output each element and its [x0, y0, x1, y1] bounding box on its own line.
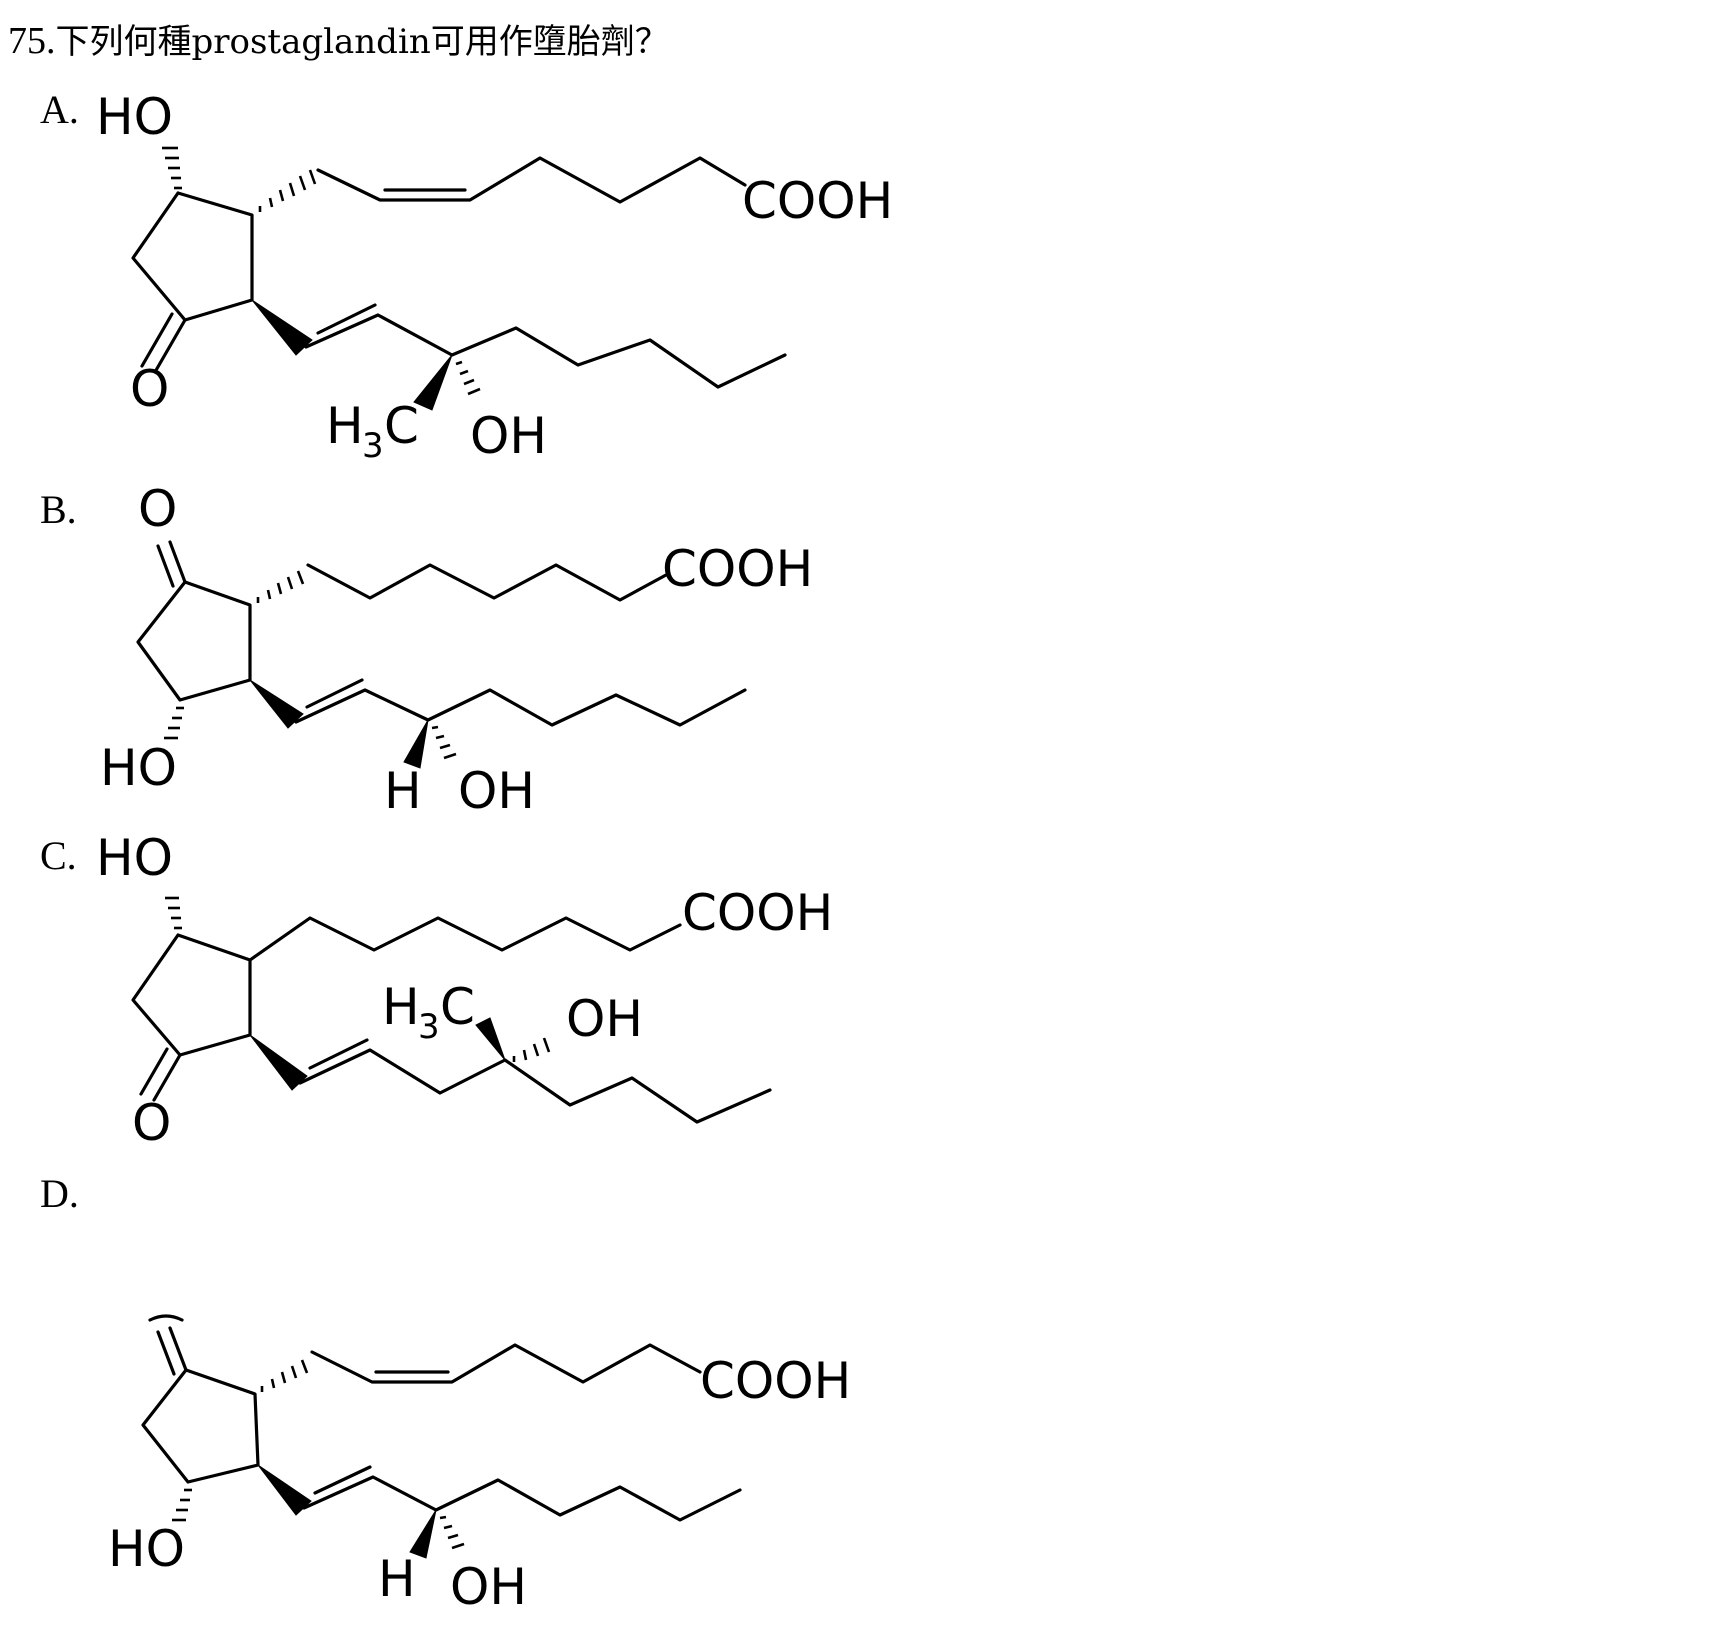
option-d-label: D.: [40, 1171, 79, 1216]
option-a-label: A.: [40, 87, 79, 132]
atom-cooh: COOH: [700, 1352, 851, 1410]
atom-ho: HO: [96, 88, 173, 146]
question-number: 75.: [8, 20, 56, 62]
atom-c: C: [440, 978, 475, 1036]
atom-oh: OH: [458, 762, 535, 820]
atom-oh: OH: [450, 1558, 527, 1616]
atom-o: O: [138, 480, 177, 538]
option-b-molecule: O COOH HO H OH: [100, 480, 813, 820]
atom-ho: HO: [100, 739, 177, 797]
atom-o: O: [130, 360, 169, 418]
option-a-molecule: HO COOH O H 3 C OH: [96, 88, 893, 466]
atom-ho: HO: [108, 1520, 185, 1578]
atom-oh: OH: [470, 407, 547, 465]
atom-ho: HO: [96, 829, 173, 887]
option-b-label: B.: [40, 487, 77, 532]
atom-h: H: [382, 978, 420, 1036]
atom-h: H: [384, 762, 422, 820]
question-text: 75.下列何種prostaglandin可用作墮胎劑？: [8, 18, 669, 65]
atom-subscript-3: 3: [362, 426, 384, 466]
atom-c: C: [384, 397, 419, 455]
option-c-label: C.: [40, 833, 77, 878]
question-body: 下列何種prostaglandin可用作墮胎劑？: [55, 22, 669, 62]
option-c-molecule: HO COOH H 3 C OH O: [96, 829, 833, 1152]
atom-h: H: [326, 397, 364, 455]
atom-cooh: COOH: [682, 884, 833, 942]
atom-oh: OH: [566, 990, 643, 1048]
atom-subscript-3: 3: [418, 1007, 440, 1047]
atom-cooh: COOH: [742, 172, 893, 230]
atom-o: O: [132, 1094, 171, 1152]
option-d-molecule: COOH HO H OH: [108, 1314, 851, 1616]
atom-cooh: COOH: [662, 540, 813, 598]
atom-h: H: [378, 1550, 416, 1608]
